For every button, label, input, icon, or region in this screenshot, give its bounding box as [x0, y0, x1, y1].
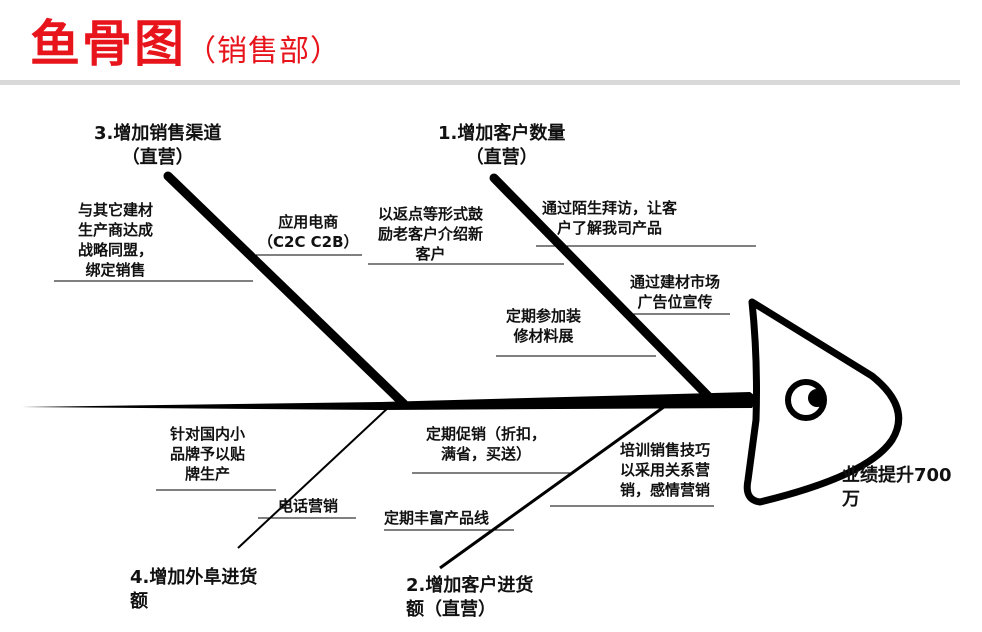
cause-oem: 针对国内小 品牌予以贴 牌生产 [170, 425, 246, 483]
category-increase-channels: 3.增加销售渠道 （直营） [94, 123, 222, 168]
bone-increase-customers [489, 173, 715, 403]
cause-phone: 电话营销 [278, 497, 339, 515]
title-divider [0, 80, 960, 85]
bone-increase-purchase-volume [439, 402, 669, 570]
category-increase-import-volume: 4.增加外阜进货 额 [130, 567, 258, 612]
page-title: 鱼骨图（销售部） [30, 4, 341, 73]
cause-ads: 通过建材市场 广告位宣传 [630, 273, 721, 311]
cause-training: 培训销售技巧 以采用关系营 销，感情营销 [620, 441, 711, 499]
fish-spine [22, 392, 758, 410]
cause-productline: 定期丰富产品线 [384, 509, 490, 527]
title-main: 鱼骨图 [30, 15, 186, 73]
fish-head [743, 298, 903, 506]
cause-rebate: 以返点等形式鼓 励老客户介绍新 客户 [378, 205, 484, 263]
category-increase-customers: 1.增加客户数量 （直营） [438, 123, 566, 168]
title-sub: （销售部） [186, 34, 341, 69]
cause-expo: 定期参加装 修材料展 [506, 307, 582, 345]
cause-promo: 定期促销（折扣， 满省，买送） [426, 425, 547, 463]
cause-ecommerce: 应用电商 （C2C C2B） [258, 213, 359, 251]
fish-pupil [808, 389, 826, 407]
cause-alliance: 与其它建材 生产商达成 战略同盟， 绑定销售 [78, 201, 154, 279]
result-label: 业绩提升700 万 [842, 465, 952, 510]
cause-visit: 通过陌生拜访，让客 户了解我司产品 [542, 199, 678, 237]
bone-increase-import-volume [237, 405, 391, 549]
bone-increase-channels [163, 171, 409, 409]
category-increase-purchase-volume: 2.增加客户进货 额（直营） [406, 575, 534, 620]
